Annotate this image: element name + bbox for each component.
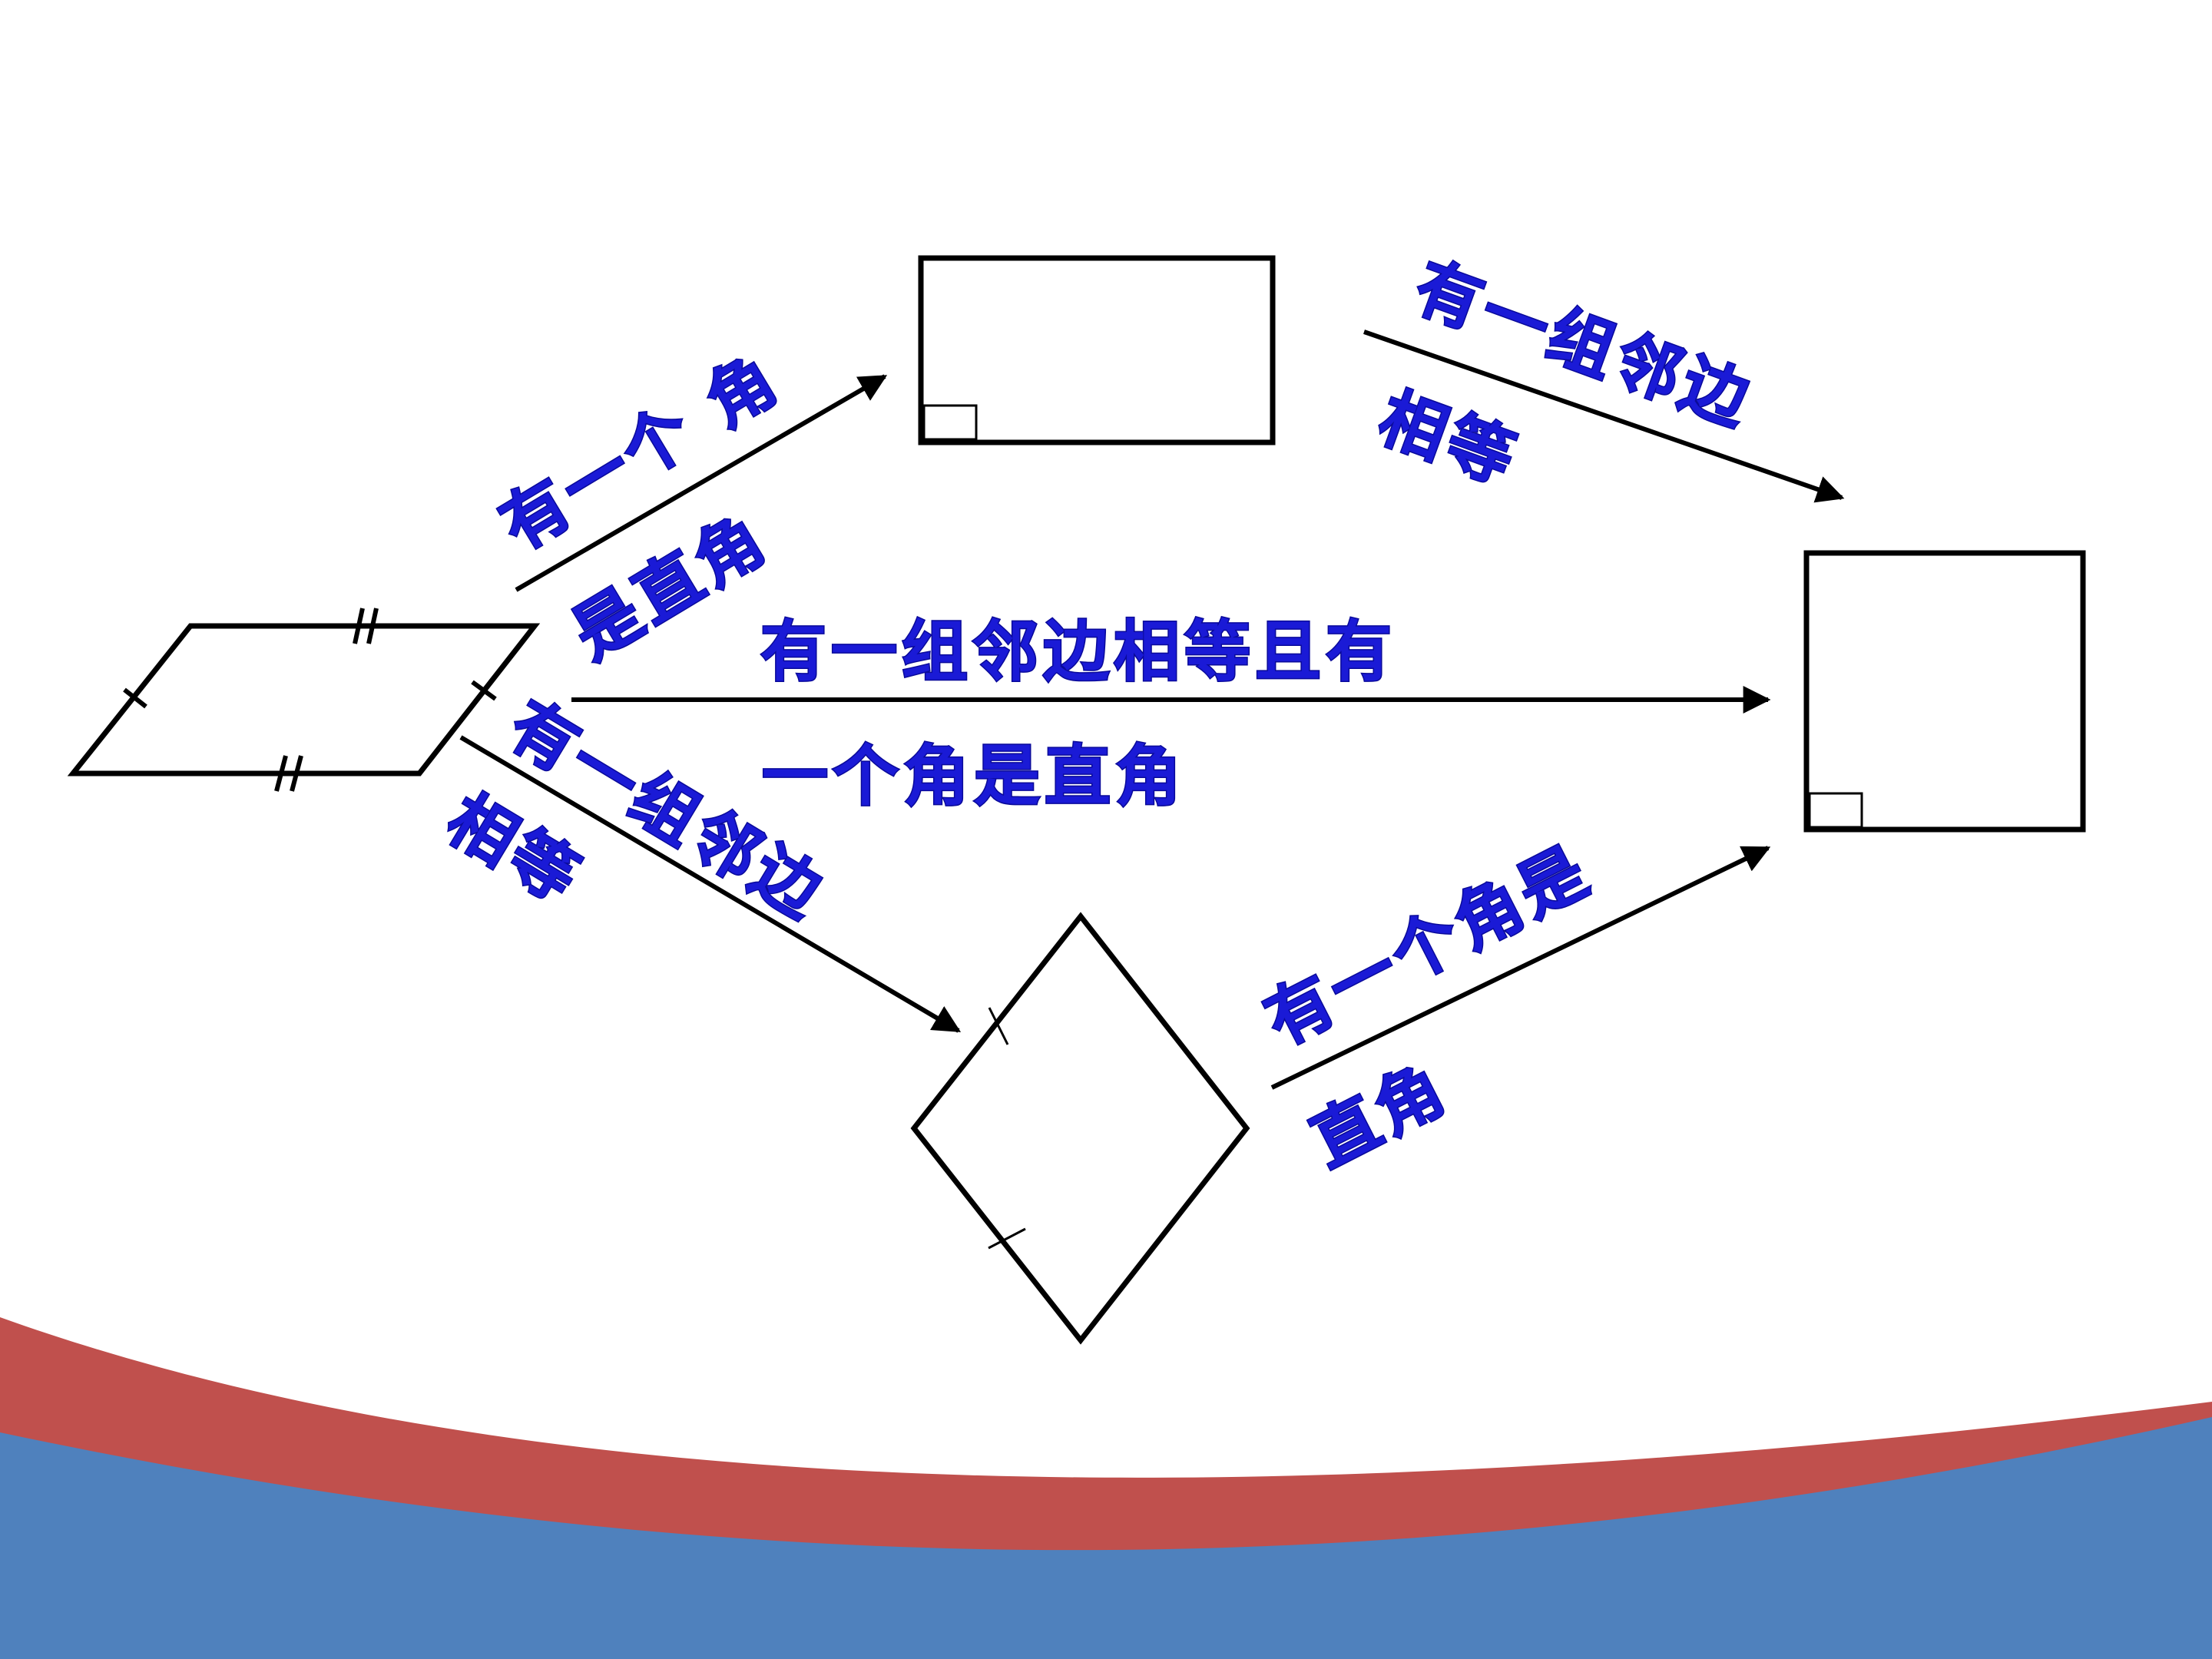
- square-shape: [1803, 550, 2086, 833]
- label-adjacent-equal-and-right-angle-line1: 有一组邻边相等且有: [760, 614, 1396, 690]
- parallelogram-outline: [67, 623, 541, 777]
- parallelogram-shape: [67, 608, 541, 792]
- decorative-bottom-bands: [0, 1317, 2212, 1659]
- side-tick-mark: [123, 687, 147, 709]
- rhombus-outline: [910, 912, 1250, 1345]
- arrow-parallelogram-to-rhombus: [459, 735, 962, 1033]
- arrow-rhombus-to-square: [1270, 846, 1771, 1090]
- condition-labels: 有一个 角 是直角 有一组邻边 相等 有一组邻边相等且有 一个角是直角 有一组邻…: [433, 247, 1764, 1183]
- arrow-rectangle-to-square: [1363, 329, 1845, 503]
- relation-arrows: [459, 329, 1845, 1090]
- rhombus-shape: [910, 912, 1250, 1345]
- top-double-tick-mark: [353, 608, 365, 644]
- square-outline: [1803, 550, 2086, 833]
- side-tick-mark: [988, 1227, 1026, 1250]
- side-tick-mark: [988, 1007, 1009, 1045]
- label-rhombus-to-square-line1: 有一个角是: [1253, 832, 1603, 1061]
- rectangle-shape: [918, 255, 1276, 445]
- blue-wave-band: [0, 1417, 2212, 1659]
- arrow-parallelogram-to-rectangle: [515, 374, 888, 592]
- side-tick-mark: [471, 680, 497, 701]
- rectangle-outline: [918, 255, 1276, 445]
- bottom-double-tick-mark: [274, 755, 288, 792]
- label-adjacent-equal-and-right-angle-line2: 一个角是直角: [762, 738, 1186, 815]
- right-angle-mark: [1808, 792, 1863, 829]
- right-angle-mark: [922, 404, 978, 441]
- label-adjacent-sides-equal-line2: 相等: [1369, 379, 1528, 500]
- bottom-double-tick-mark: [290, 755, 303, 792]
- top-double-tick-mark: [366, 608, 379, 644]
- label-rhombus-to-square-line2: 直角: [1300, 1049, 1460, 1182]
